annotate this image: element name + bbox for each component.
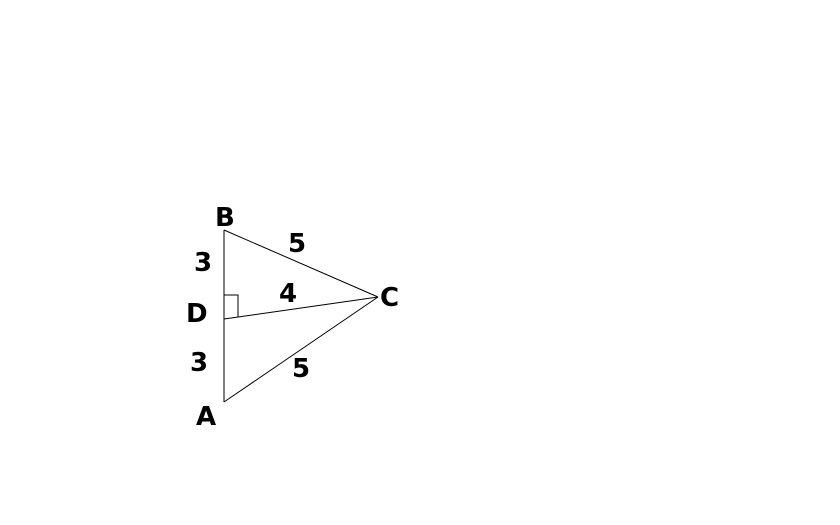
vertex-label-a: A bbox=[196, 402, 216, 432]
segment-ac bbox=[223, 296, 379, 403]
vertex-label-c: C bbox=[380, 283, 399, 313]
segment-dc bbox=[223, 296, 379, 320]
length-label-ac: 5 bbox=[292, 354, 310, 384]
length-label-bd: 3 bbox=[194, 248, 212, 278]
segment-bc bbox=[223, 229, 379, 298]
length-label-da: 3 bbox=[190, 348, 208, 378]
length-label-dc: 4 bbox=[279, 279, 297, 309]
length-label-bc: 5 bbox=[288, 229, 306, 259]
right-angle-marker bbox=[224, 294, 239, 317]
vertex-label-b: B bbox=[215, 203, 235, 233]
vertex-label-d: D bbox=[186, 299, 208, 329]
